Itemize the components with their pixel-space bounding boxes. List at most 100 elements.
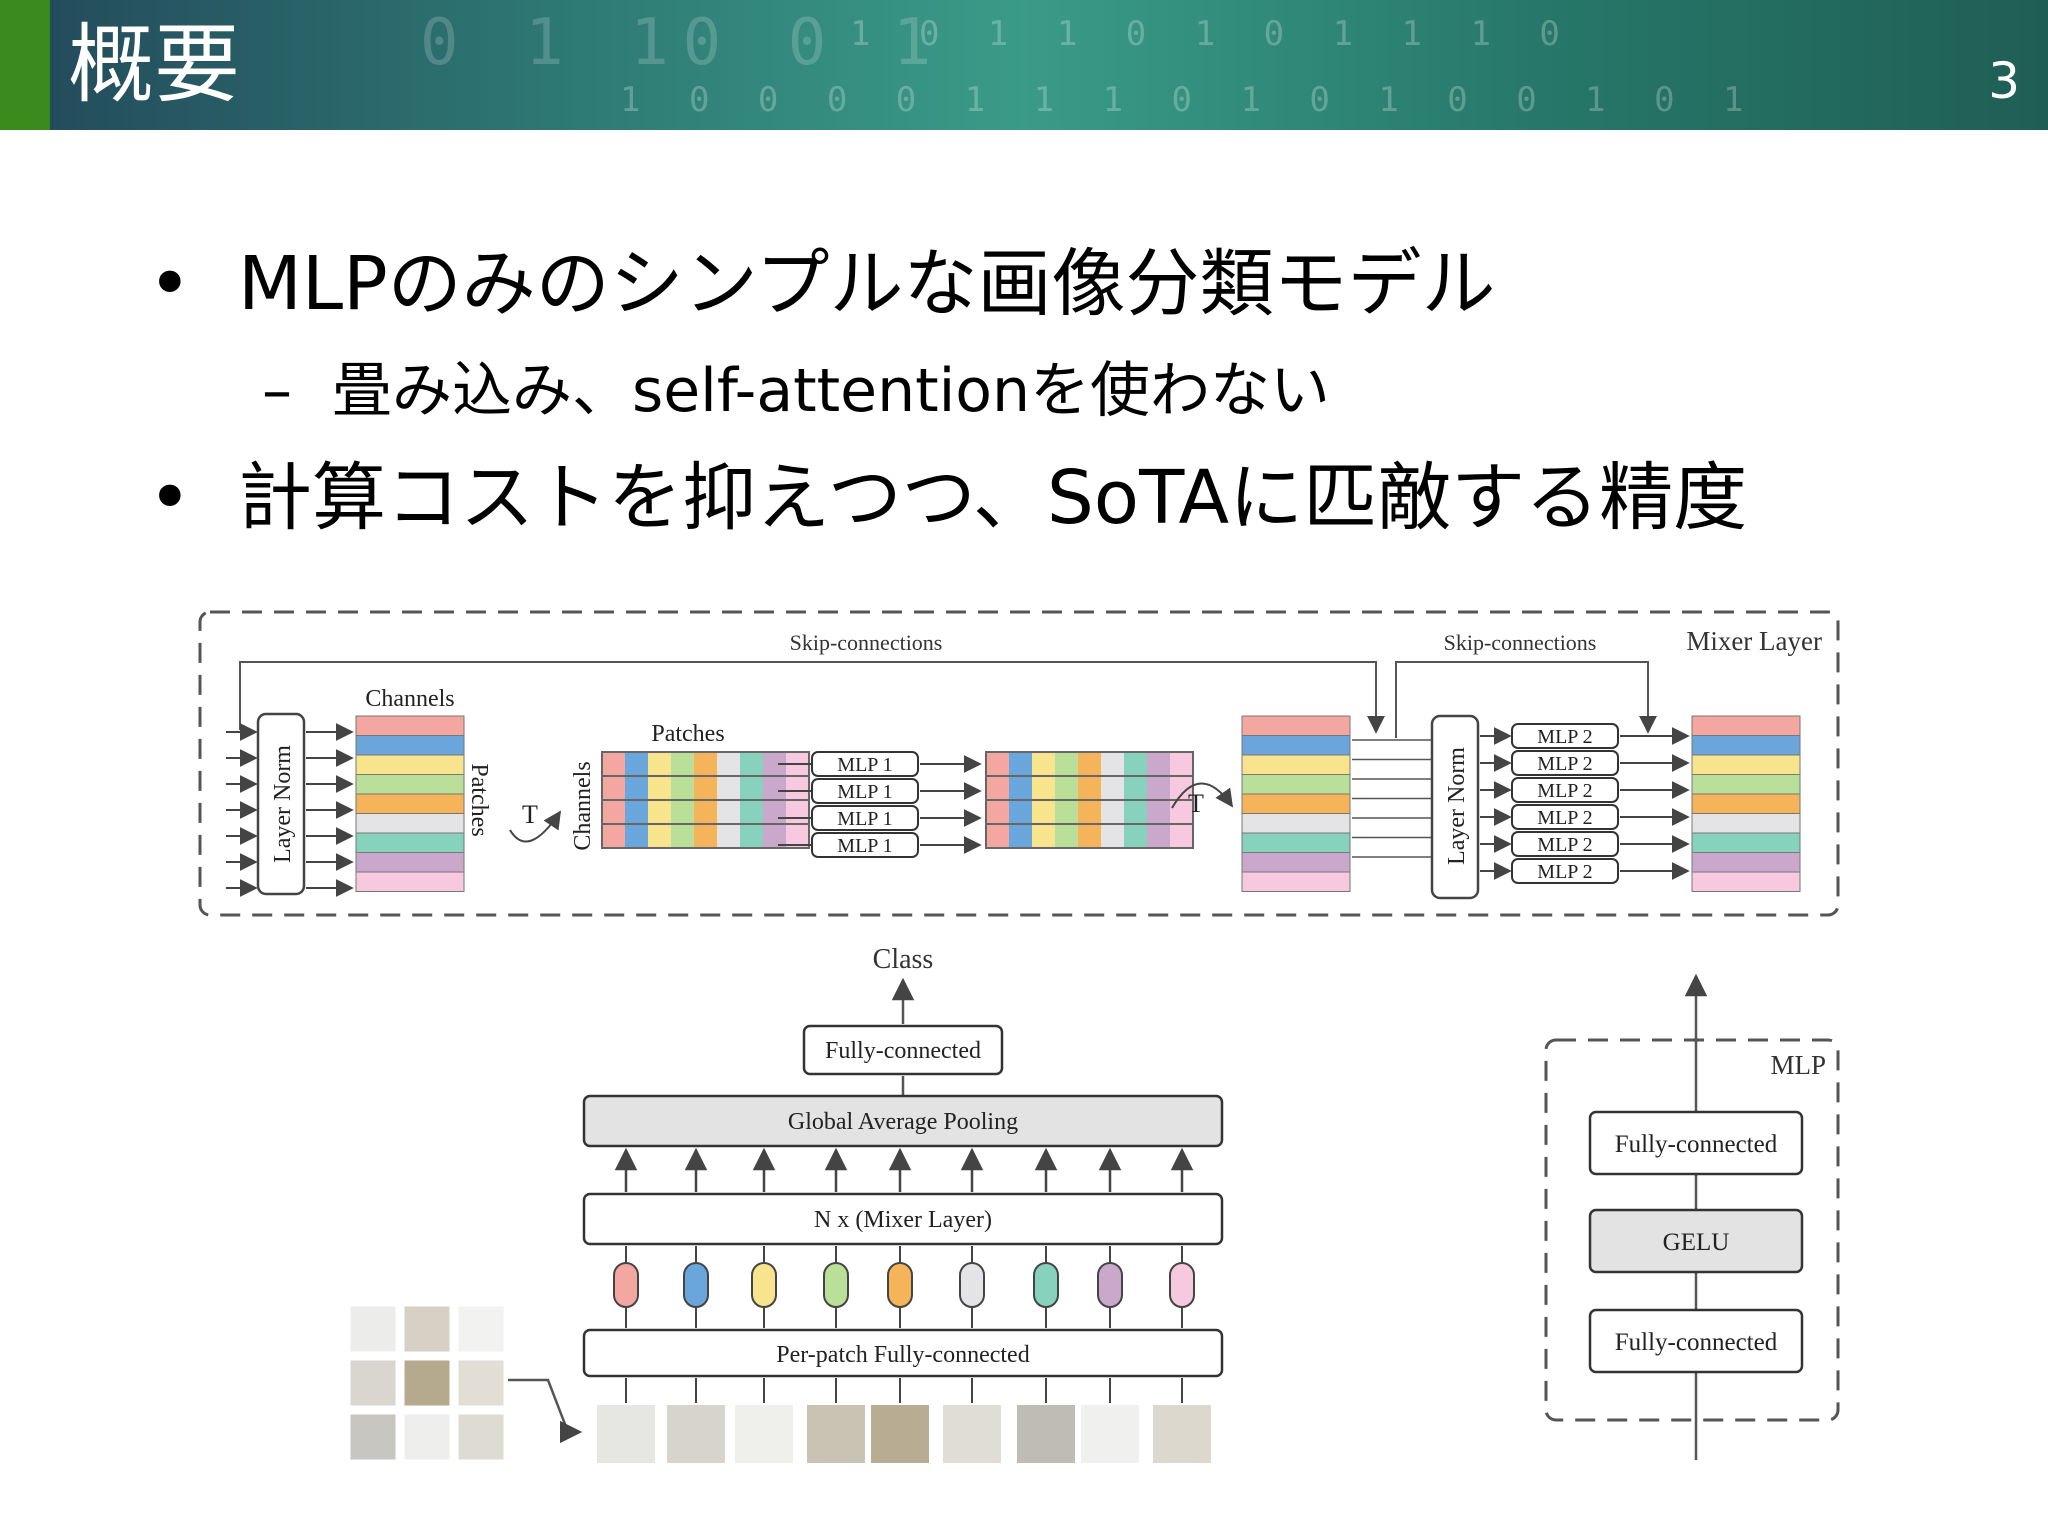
channel-row — [1691, 852, 1801, 873]
patches-label: Patches — [651, 721, 724, 747]
sub-bullet-marker: – — [262, 356, 292, 426]
patch-column-cell — [763, 776, 786, 800]
patch-column-cell — [763, 800, 786, 824]
layer-norm-label-1: Layer Norm — [270, 745, 296, 863]
image-patch-row — [595, 1378, 1213, 1465]
per-patch-box — [582, 1328, 1224, 1378]
channel-row — [1241, 774, 1351, 795]
patch-column-cell — [1170, 776, 1193, 800]
patch-column-cell — [1032, 752, 1055, 776]
image-grid-patch — [403, 1413, 451, 1461]
bullet-item-1: •MLPのみのシンプルな画像分類モデル — [148, 224, 1495, 331]
skip-connections-label-2: Skip-connections — [1444, 630, 1597, 655]
patch-column-cell — [671, 800, 694, 824]
patch-column-cell — [694, 800, 717, 824]
mlp2-label: MLP 2 — [1537, 861, 1592, 883]
patch-column-cell — [1078, 776, 1101, 800]
patch-column-cell — [740, 800, 763, 824]
mlp-gelu-label: GELU — [1663, 1229, 1730, 1256]
channel-row — [1691, 735, 1801, 756]
middle-connection-lines — [1352, 739, 1432, 858]
channel-row — [1241, 735, 1351, 756]
patch-column-cell — [1147, 824, 1170, 848]
image-patch — [805, 1403, 867, 1465]
patch-column-cell — [740, 752, 763, 776]
mlp-fc-box-bottom — [1588, 1308, 1804, 1374]
token-stack-middle — [1241, 715, 1351, 892]
layer-norm-box-1 — [256, 712, 306, 896]
patch-column-cell — [740, 824, 763, 848]
patch-column-cell — [717, 776, 740, 800]
image-patch — [941, 1403, 1003, 1465]
channel-row — [355, 793, 465, 814]
skip-connection-2 — [1395, 661, 1657, 738]
patch-column-cell — [986, 776, 1009, 800]
mlp1-box — [811, 751, 919, 777]
image-patch — [1151, 1403, 1213, 1465]
channel-row — [355, 754, 465, 775]
patch-column-cell — [671, 776, 694, 800]
mlp-block-frame — [1544, 1038, 1840, 1422]
patch-column-cell — [648, 776, 671, 800]
mlp2-label: MLP 2 — [1537, 753, 1592, 775]
skip-connection-1 — [239, 661, 1385, 734]
mixer-stack-box — [582, 1192, 1224, 1246]
mlp2-label: MLP 2 — [1537, 780, 1592, 802]
patch-column-cell — [694, 824, 717, 848]
image-patch-grid — [349, 1305, 505, 1461]
mlp2-box — [1511, 777, 1619, 803]
patch-column-cell — [1101, 824, 1124, 848]
bullet-item-2: •計算コストを抑えつつ、SoTAに匹敵する精度 — [148, 438, 1747, 545]
class-label: Class — [873, 944, 934, 975]
mlp-block-title: MLP — [1770, 1050, 1826, 1080]
token-stack-input — [355, 715, 465, 892]
patch-column-cell — [1124, 824, 1147, 848]
patch-column-cell — [1101, 776, 1124, 800]
patch-column-cell — [1032, 800, 1055, 824]
patch-column-cell — [602, 776, 625, 800]
token-capsules — [613, 1246, 1195, 1328]
binary-backdrop: 1 0 0 0 0 1 1 1 0 1 0 1 0 0 1 0 1 — [620, 80, 1758, 120]
patch-column-cell — [1032, 776, 1055, 800]
mlp-fc-box-top — [1588, 1110, 1804, 1176]
channel-row — [1241, 793, 1351, 814]
fully-connected-box — [802, 1024, 1004, 1076]
image-grid-patch — [457, 1359, 505, 1407]
patch-column-cell — [1124, 776, 1147, 800]
per-patch-label: Per-patch Fully-connected — [776, 1342, 1029, 1368]
patch-column-cell — [1032, 824, 1055, 848]
pooling-arrows — [614, 1147, 1194, 1192]
mlp1-box — [811, 778, 919, 804]
patch-column-cell — [717, 800, 740, 824]
channel-row — [1241, 813, 1351, 834]
patch-column-cell — [717, 752, 740, 776]
mlp1-label: MLP 1 — [837, 754, 892, 776]
patch-column-cell — [694, 776, 717, 800]
bullet-text: 計算コストを抑えつつ、SoTAに匹敵する精度 — [238, 455, 1748, 541]
patch-column-cell — [717, 824, 740, 848]
layer-norm-label-2: Layer Norm — [1444, 747, 1470, 865]
patch-column-cell — [1078, 800, 1101, 824]
patch-column-cell — [786, 776, 809, 800]
channel-row — [1691, 774, 1801, 795]
mlp1-label: MLP 1 — [837, 781, 892, 803]
mlp-fc-label-top: Fully-connected — [1615, 1131, 1778, 1158]
patch-column-cell — [1170, 824, 1193, 848]
channel-row — [1691, 813, 1801, 834]
patch-column-cell — [1055, 800, 1078, 824]
transposed-grid-output — [985, 751, 1194, 849]
image-grid-patch — [349, 1359, 397, 1407]
patch-column-cell — [1124, 800, 1147, 824]
token-capsule — [1033, 1262, 1059, 1308]
mlp2-box — [1511, 750, 1619, 776]
mixer-layer-title: Mixer Layer — [1686, 626, 1822, 656]
mixer-stack-label: N x (Mixer Layer) — [814, 1207, 992, 1233]
image-patch — [869, 1403, 931, 1465]
channel-row — [355, 735, 465, 756]
channel-row — [355, 813, 465, 834]
channel-row — [1241, 754, 1351, 775]
patch-column-cell — [1055, 752, 1078, 776]
mlp1-box — [811, 805, 919, 831]
sub-bullet-item: –畳み込み、self-attentionを使わない — [262, 342, 1330, 429]
